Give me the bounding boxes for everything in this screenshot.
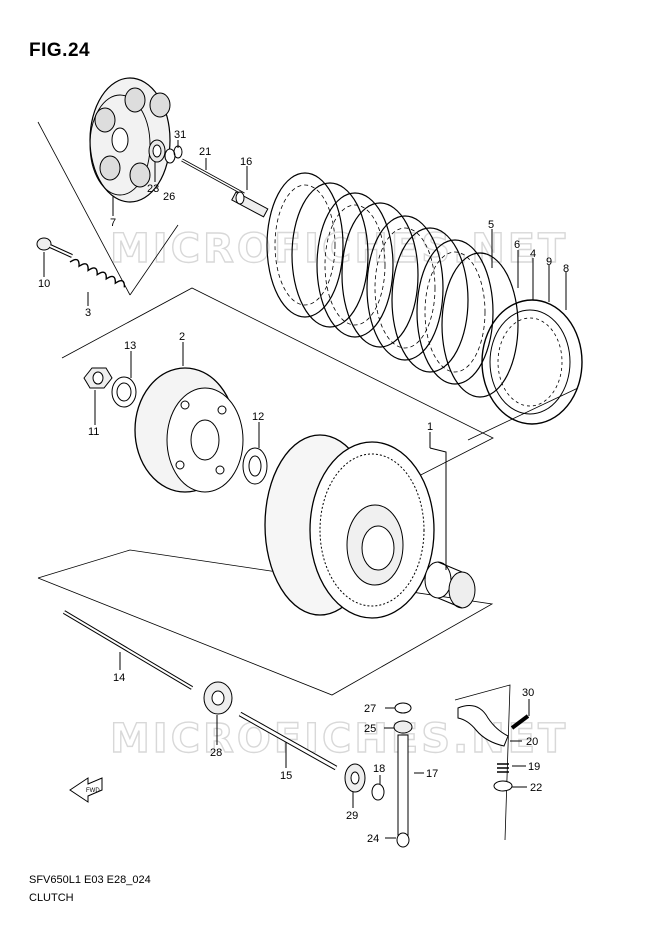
- part-label-19: 19: [528, 761, 540, 773]
- figure-title: FIG.24: [29, 40, 91, 61]
- release-arm-20: [457, 705, 509, 747]
- part-label-30: 30: [522, 687, 534, 699]
- shaft-15: [238, 711, 338, 771]
- fwd-label: FWD: [86, 788, 100, 794]
- part-label-27: 27: [364, 703, 376, 715]
- part-label-20: 20: [526, 736, 538, 748]
- primary-driven-gear-1: [264, 434, 435, 619]
- part-label-23: 23: [147, 183, 159, 195]
- spacer-sleeve: [424, 561, 476, 609]
- spring-19: [497, 763, 509, 773]
- part-label-11: 11: [88, 426, 99, 438]
- clutch-plate-stack: [266, 172, 519, 398]
- part-label-6: 6: [514, 239, 520, 251]
- part-label-4: 4: [530, 248, 536, 260]
- washer-26: [164, 148, 176, 164]
- part-label-31: 31: [174, 129, 186, 141]
- bolt-30: [510, 714, 530, 730]
- part-label-13: 13: [124, 340, 136, 352]
- part-label-22: 22: [530, 782, 542, 794]
- washer-12: [242, 447, 268, 485]
- bolt-10: [36, 237, 73, 258]
- part-label-29: 29: [346, 810, 358, 822]
- bearing-28: [203, 681, 233, 715]
- shaft-14: [62, 610, 194, 690]
- lock-washer-13: [111, 376, 137, 408]
- part-label-8: 8: [563, 263, 569, 275]
- bearing-29: [344, 763, 366, 793]
- part-label-21: 21: [199, 146, 211, 158]
- pin-18: [371, 783, 385, 801]
- figure-name: CLUTCH: [29, 892, 74, 904]
- bushing-24: [396, 832, 410, 848]
- part-label-28: 28: [210, 747, 222, 759]
- push-piece-16: [231, 191, 269, 218]
- push-rod-21: [181, 158, 245, 196]
- part-label-1: 1: [427, 421, 433, 433]
- pressure-plate: [89, 77, 171, 203]
- part-label-25: 25: [364, 723, 376, 735]
- fwd-arrow-icon: FWD: [69, 777, 103, 803]
- part-label-7: 7: [110, 217, 116, 229]
- watermark-top: MICROFICHES.NET: [110, 226, 568, 272]
- part-label-24: 24: [367, 833, 379, 845]
- bearing-25: [393, 720, 413, 734]
- clutch-hub-2: [134, 367, 244, 493]
- group-frame-hub: [61, 287, 494, 504]
- part-label-10: 10: [38, 278, 50, 290]
- part-label-16: 16: [240, 156, 252, 168]
- part-label-5: 5: [488, 219, 494, 231]
- part-label-18: 18: [373, 763, 385, 775]
- part-label-3: 3: [85, 307, 91, 319]
- leader-lines: [43, 140, 567, 839]
- group-frame-housing: [37, 549, 494, 696]
- seal-27: [394, 702, 412, 714]
- release-shaft-17: [397, 734, 409, 836]
- part-label-26: 26: [163, 191, 175, 203]
- group-frame-pressure-plate: [37, 121, 179, 296]
- part-labels: 1 2 3 4 5 6 7 8 9 10 11 12 13 14 15 16 1…: [38, 129, 569, 845]
- part-label-15: 15: [280, 770, 292, 782]
- part-label-14: 14: [113, 672, 125, 684]
- figure-code: SFV650L1 E03 E28_024: [29, 874, 151, 886]
- part-label-17: 17: [426, 768, 438, 780]
- wire-ring-8: [481, 299, 583, 425]
- nut-11: [83, 367, 113, 389]
- part-label-12: 12: [252, 411, 264, 423]
- part-label-9: 9: [546, 256, 552, 268]
- spring-3: [69, 258, 126, 288]
- group-frame-plates: [467, 387, 579, 441]
- washer-22: [493, 780, 513, 792]
- release-bearing: [148, 139, 166, 163]
- part-label-2: 2: [179, 331, 185, 343]
